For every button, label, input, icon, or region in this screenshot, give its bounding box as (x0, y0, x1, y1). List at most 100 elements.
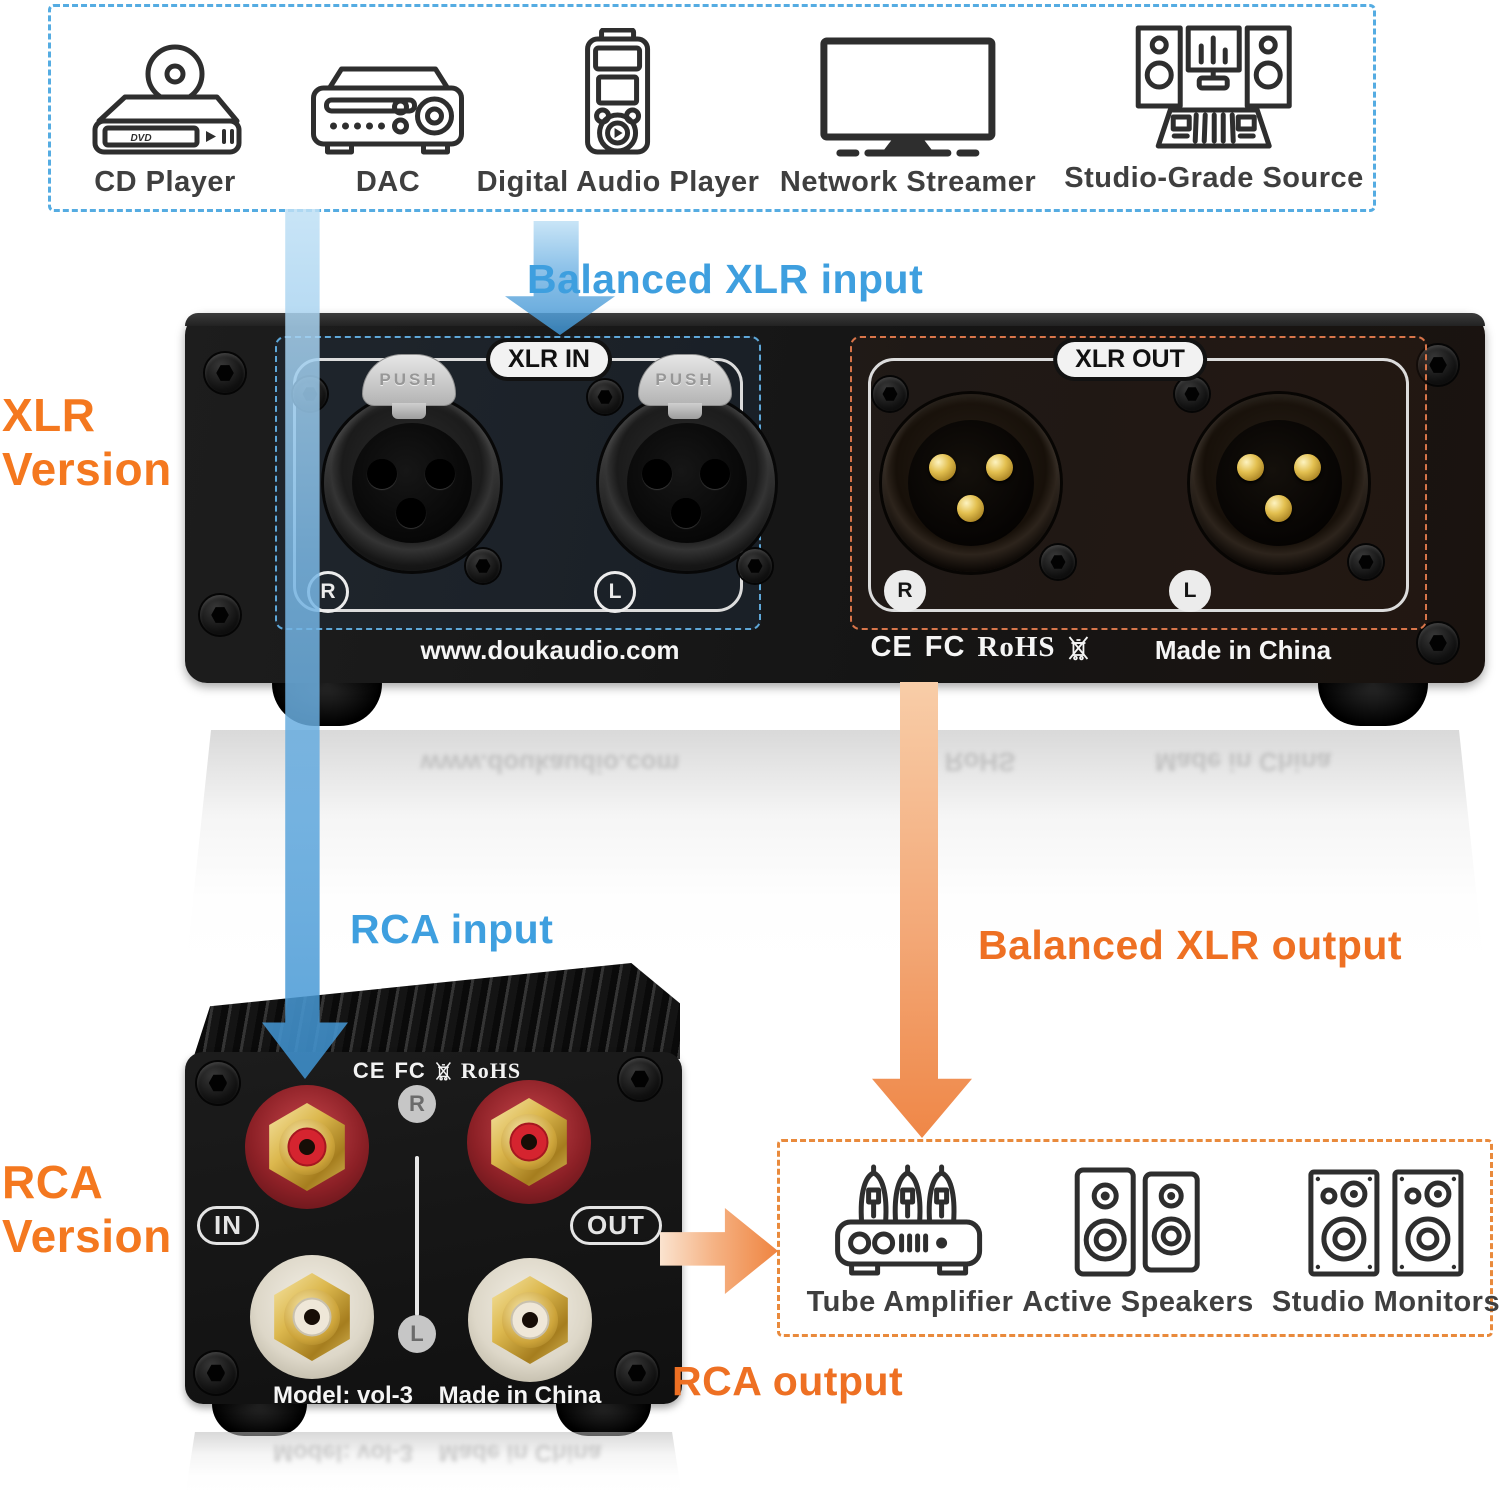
reflection-website-text: www.doukaudio.com (420, 749, 680, 779)
xlr-output-connector-right[interactable] (882, 394, 1060, 572)
rca-in-label: IN (197, 1206, 259, 1245)
source-label: Studio-Grade Source (1064, 162, 1364, 194)
screw-icon (1349, 545, 1383, 579)
screw-icon (205, 353, 245, 393)
xlr-device-reflection: www.doukaudio.com RoHS Made in China (185, 730, 1485, 975)
device-foot (556, 1398, 651, 1436)
destination-item-studio-monitors: Studio Monitors (1272, 1164, 1500, 1319)
reflection-made-in-text: Made in China (438, 1439, 602, 1466)
xlr-output-connector-left[interactable] (1190, 394, 1368, 572)
rca-output-label: RCA output (672, 1358, 904, 1404)
left-channel-badge: L (398, 1315, 436, 1353)
right-channel-badge: R (884, 570, 926, 612)
fcc-mark-icon: FC (924, 631, 966, 663)
ce-mark-icon: CE (870, 631, 913, 663)
push-tab[interactable]: PUSH (362, 354, 456, 406)
source-label: Network Streamer (779, 166, 1037, 198)
made-in-text: Made in China (438, 1382, 602, 1409)
rohs-mark: RoHS (977, 631, 1056, 663)
dac-icon (306, 22, 471, 160)
weee-icon (435, 1062, 451, 1081)
xlr-version-label: XLR Version (2, 388, 172, 496)
certification-marks: CE FC RoHS (353, 1058, 521, 1084)
screw-icon (873, 377, 907, 411)
rca-input-label: RCA input (350, 906, 554, 952)
cd-player-icon: DVD (85, 22, 245, 160)
destination-item-tube-amplifier: Tube Amplifier (807, 1164, 1014, 1319)
screw-icon (1041, 545, 1075, 579)
source-item-studio-grade-source: Studio-Grade Source (1064, 18, 1364, 195)
source-item-digital-audio-player: Digital Audio Player (477, 22, 760, 199)
push-tab[interactable]: PUSH (638, 354, 732, 406)
rca-output-jack-right[interactable] (467, 1080, 591, 1204)
source-label: CD Player (94, 166, 236, 198)
rohs-mark: RoHS (460, 1058, 522, 1083)
left-channel-badge: L (594, 571, 636, 613)
fcc-mark-icon: FC (394, 1058, 426, 1083)
device-foot (1318, 676, 1428, 726)
reflection-model-text: Model: vol-3 (272, 1439, 414, 1466)
screw-icon (588, 380, 622, 414)
destination-label: Active Speakers (1022, 1286, 1254, 1318)
svg-text:DVD: DVD (130, 133, 151, 144)
reflection-made-in-text: Made in China (1154, 747, 1332, 777)
rca-out-label: OUT (570, 1206, 662, 1245)
screw-icon (197, 1062, 239, 1104)
xlr-version-device-rear-panel: XLR IN PUSH PUSH R L XLR OUT R L (185, 313, 1485, 683)
network-streamer-icon (816, 22, 1001, 160)
left-channel-badge: L (1169, 570, 1211, 612)
ce-mark-icon: CE (352, 1058, 386, 1083)
digital-audio-player-icon (578, 22, 658, 160)
studio-monitors-icon (1301, 1164, 1471, 1280)
right-channel-badge: R (398, 1085, 436, 1123)
rca-version-line2: Version (2, 1210, 172, 1262)
xlr-out-title: XLR OUT (1057, 342, 1203, 377)
reflection-rohs-text: RoHS (944, 747, 1016, 777)
rca-output-jack-left[interactable] (468, 1258, 592, 1382)
studio-grade-source-icon (1126, 18, 1301, 156)
rca-device-reflection: Model: vol-3 Made in China (185, 1432, 682, 1496)
screw-icon (200, 595, 240, 635)
rca-version-device-rear-panel: CE FC RoHS R L IN OUT Model: vol-3 Made … (185, 1052, 682, 1409)
xlr-input-connector-right[interactable] (324, 395, 500, 571)
source-label: DAC (355, 166, 421, 198)
source-item-dac: DAC (306, 22, 471, 199)
rca-version-label: RCA Version (2, 1155, 172, 1263)
rca-device-heatsink-top (193, 963, 680, 1059)
rca-input-jack-right[interactable] (245, 1085, 369, 1209)
xlr-version-line2: Version (2, 443, 172, 495)
rca-version-line1: RCA (2, 1156, 104, 1208)
screw-icon (738, 549, 772, 583)
destination-label: Tube Amplifier (806, 1286, 1014, 1318)
screw-icon (1175, 377, 1209, 411)
balanced-xlr-output-label: Balanced XLR output (978, 922, 1403, 968)
tube-amplifier-icon (822, 1164, 998, 1280)
push-label: PUSH (655, 370, 715, 389)
sources-group-box (48, 4, 1376, 212)
destination-label: Studio Monitors (1271, 1286, 1500, 1318)
destinations-group-box (777, 1139, 1493, 1337)
rca-input-jack-left[interactable] (250, 1255, 374, 1379)
screw-icon (1418, 345, 1458, 385)
xlr-in-title: XLR IN (490, 342, 608, 377)
xlr-input-connector-left[interactable] (599, 395, 775, 571)
device-foot (212, 1398, 307, 1436)
website-text: www.doukaudio.com (420, 635, 680, 665)
screw-icon (619, 1058, 661, 1100)
xlr-version-line1: XLR (2, 389, 96, 441)
destination-item-active-speakers: Active Speakers (1022, 1164, 1254, 1319)
screw-icon (195, 1352, 237, 1394)
made-in-text: Made in China (1154, 635, 1332, 665)
weee-icon (1068, 635, 1089, 660)
balanced-xlr-input-label: Balanced XLR input (527, 256, 924, 302)
channel-divider (415, 1156, 419, 1316)
push-label: PUSH (379, 370, 439, 389)
active-speakers-icon (1063, 1164, 1213, 1280)
source-item-cd-player: DVD CD Player (85, 22, 245, 199)
model-text: Model: vol-3 (272, 1382, 414, 1409)
source-label: Digital Audio Player (476, 166, 760, 198)
screw-icon (466, 549, 500, 583)
certification-marks: CE FC RoHS (870, 631, 1089, 664)
screw-icon (616, 1352, 658, 1394)
screw-icon (1418, 623, 1458, 663)
